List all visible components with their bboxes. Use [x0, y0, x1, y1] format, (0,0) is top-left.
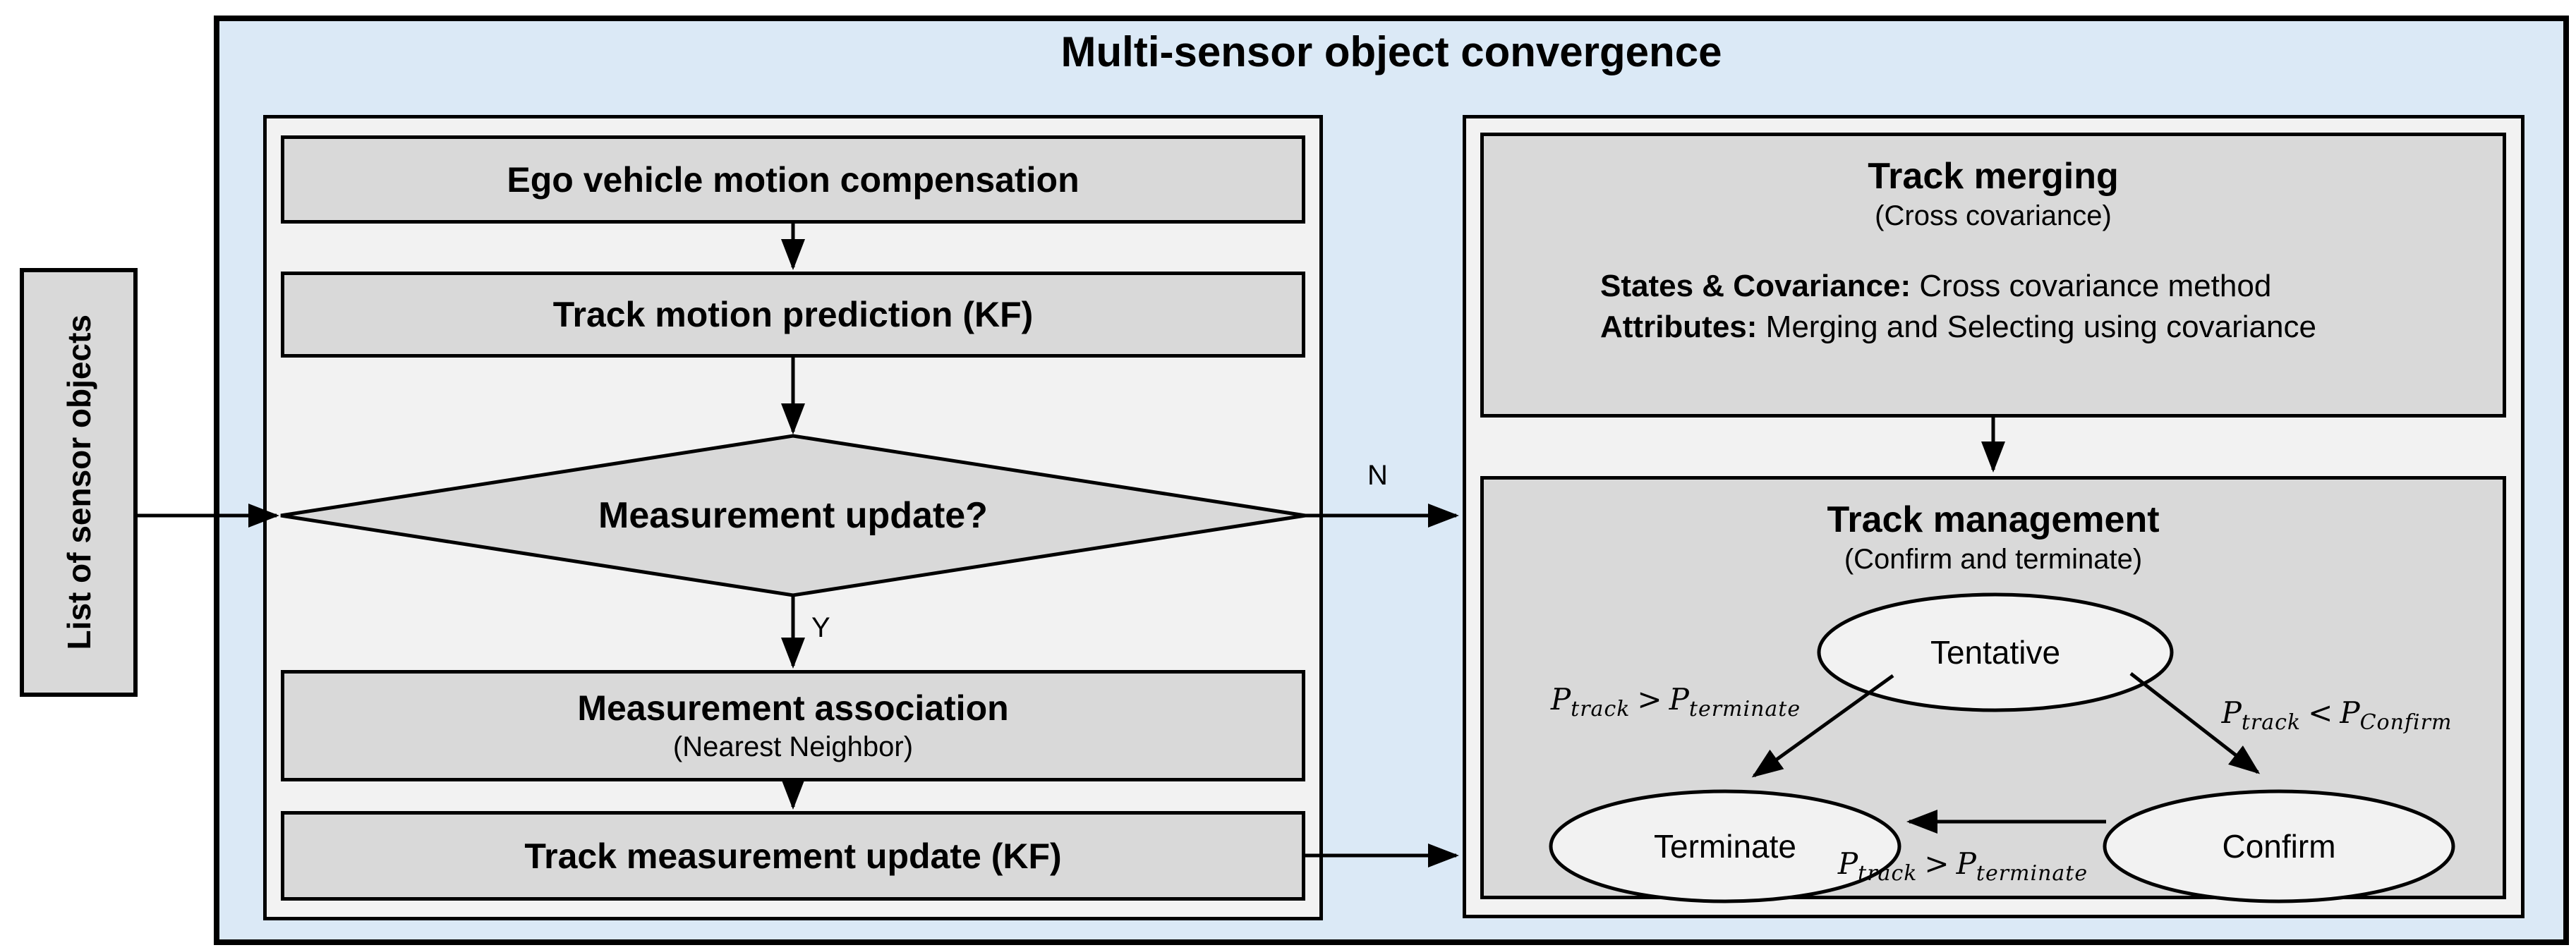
measurement-association-box: Measurement association (Nearest Neighbo… [281, 670, 1305, 781]
fusion-panel: Track merging (Cross covariance) States … [1463, 115, 2524, 918]
condition-tentative-terminate: Ptrack>Pterminate [1550, 682, 1801, 721]
sensor-objects-input-box: List of sensor objects [20, 268, 138, 697]
condition-tentative-confirm: Ptrack<PConfirm [2221, 695, 2453, 735]
condition-confirm-terminate: Ptrack>Pterminate [1837, 846, 2088, 886]
track-merging-box: Track merging (Cross covariance) States … [1480, 133, 2506, 418]
measurement-update-label: Measurement update? [598, 495, 988, 536]
track-merging-subtitle: (Cross covariance) [1875, 200, 2112, 231]
merging-states-line: States & Covariance: Cross covariance me… [1600, 269, 2272, 303]
track-motion-prediction-label: Track motion prediction (KF) [552, 295, 1034, 334]
measurement-association-sublabel: (Nearest Neighbor) [672, 731, 914, 762]
track-management-title: Track management [1827, 499, 2160, 540]
track-merging-details: States & Covariance: Cross covariance me… [1484, 266, 2503, 348]
confirm-label: Confirm [2222, 828, 2336, 865]
ego-motion-compensation-label: Ego vehicle motion compensation [507, 159, 1080, 200]
decision-yes-label: Y [811, 612, 830, 643]
track-measurement-update-label: Track measurement update (KF) [524, 836, 1062, 876]
track-measurement-update-box: Track measurement update (KF) [281, 811, 1305, 901]
track-management-subtitle: (Confirm and terminate) [1844, 544, 2143, 575]
page-title: Multi-sensor object convergence [1060, 28, 1722, 75]
merging-attributes-line: Attributes: Merging and Selecting using … [1600, 310, 2316, 344]
tentative-label: Tentative [1930, 634, 2061, 671]
decision-no-label: N [1367, 460, 1388, 491]
track-motion-prediction-box: Track motion prediction (KF) [281, 272, 1305, 358]
ego-motion-compensation-box: Ego vehicle motion compensation [281, 135, 1305, 224]
sensor-objects-label: List of sensor objects [60, 315, 97, 650]
measurement-association-label: Measurement association [577, 688, 1009, 728]
track-merging-title: Track merging [1868, 156, 2119, 197]
